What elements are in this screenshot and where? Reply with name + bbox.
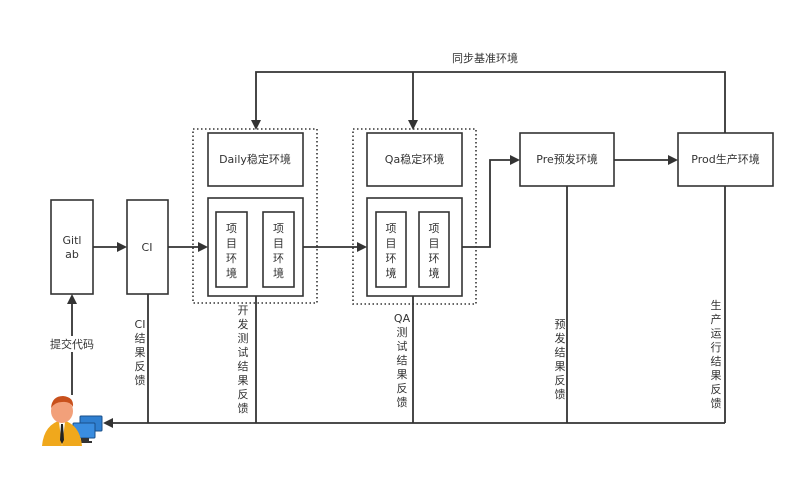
ci_feedback-char: 馈 [135, 374, 146, 387]
qa-node[interactable]: Qa稳定环境 [366, 132, 463, 187]
char: 境 [386, 266, 397, 280]
pre_feedback-char: 反 [555, 374, 566, 387]
prod_feedback-char: 馈 [711, 397, 722, 410]
pre_feedback-char: 馈 [555, 388, 566, 401]
developer-icon[interactable] [42, 396, 103, 446]
qa_feedback-char: 果 [397, 368, 408, 381]
prod_feedback-char: 果 [711, 369, 722, 382]
qa_feedback-char: 结 [397, 354, 408, 367]
char: 环 [429, 252, 440, 265]
ci_feedback-char: 结 [135, 332, 146, 345]
qa-project-env-1[interactable]: 项 目 环 境 [375, 211, 407, 288]
char: 境 [429, 266, 440, 280]
pre_feedback-char: 果 [555, 360, 566, 373]
prod_feedback-char: 运 [711, 327, 722, 340]
dev_feedback-char: 测 [238, 332, 249, 345]
char: 环 [226, 252, 237, 265]
pre_feedback-char: 发 [555, 331, 566, 345]
qa_feedback-char: 馈 [397, 396, 408, 409]
dev_feedback-char: 发 [238, 317, 249, 331]
sync-connector [251, 71, 726, 133]
sync-label: 同步基准环境 [452, 51, 518, 65]
char: 环 [273, 252, 284, 265]
daily-project-env-1[interactable]: 项 目 环 境 [215, 211, 248, 288]
ci_feedback-char: 反 [135, 360, 146, 373]
dev_feedback-char: 开 [238, 304, 249, 317]
char: 项 [429, 222, 440, 235]
daily-group [192, 128, 318, 304]
dev_feedback-char: 结 [238, 360, 249, 373]
ci_feedback-char: CI [135, 318, 146, 331]
ci-node[interactable]: CI [126, 199, 169, 295]
char: 境 [273, 266, 284, 280]
gitlab-label-1: Gitl [63, 234, 82, 247]
commit-label: 提交代码 [50, 337, 94, 351]
daily-node[interactable]: Daily稳定环境 [207, 132, 304, 187]
qa_feedback-char: 反 [397, 382, 408, 395]
qa-label: Qa稳定环境 [385, 152, 444, 166]
char: 目 [273, 237, 284, 250]
prod_feedback-char: 反 [711, 383, 722, 396]
prod_feedback-char: 结 [711, 355, 722, 368]
qa-to-pre [462, 159, 511, 248]
char: 项 [273, 222, 284, 235]
ci-label: CI [142, 241, 153, 254]
char: 目 [226, 237, 237, 250]
dev_feedback-char: 试 [238, 346, 249, 359]
char: 目 [429, 237, 440, 250]
gitlab-label-2: ab [65, 248, 79, 261]
prod_feedback-char: 生 [711, 298, 722, 312]
char: 境 [226, 266, 237, 280]
dev_feedback-char: 反 [238, 388, 249, 401]
qa-group [352, 128, 477, 305]
qa_feedback-char: 测 [397, 326, 408, 339]
dev_feedback-char: 果 [238, 374, 249, 387]
feedback-connector [103, 186, 726, 428]
char: 项 [386, 222, 397, 235]
prod-node[interactable]: Prod生产环境 [677, 132, 774, 187]
qa-project-env-2[interactable]: 项 目 环 境 [418, 211, 450, 288]
dev_feedback-char: 馈 [238, 402, 249, 415]
char: 项 [226, 222, 237, 235]
char: 目 [386, 237, 397, 250]
char: 环 [386, 252, 397, 265]
prod_feedback-char: 产 [711, 312, 722, 326]
daily-label: Daily稳定环境 [219, 152, 291, 166]
qa_feedback-char: 试 [397, 340, 408, 353]
qa_feedback-char: QA [394, 312, 411, 325]
pre_feedback-char: 预 [555, 318, 566, 331]
pre-node[interactable]: Pre预发环境 [519, 132, 615, 187]
ci_feedback-char: 果 [135, 346, 146, 359]
pre_feedback-char: 结 [555, 346, 566, 359]
gitlab-node[interactable]: Gitl ab [50, 199, 94, 295]
pre-label: Pre预发环境 [536, 152, 598, 166]
prod-label: Prod生产环境 [691, 152, 759, 166]
daily-project-env-2[interactable]: 项 目 环 境 [262, 211, 295, 288]
prod_feedback-char: 行 [711, 341, 722, 354]
